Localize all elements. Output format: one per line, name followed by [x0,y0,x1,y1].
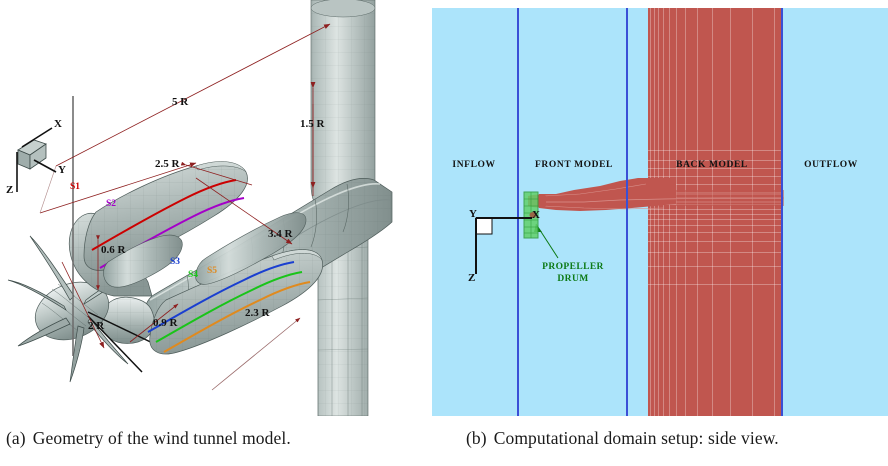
propeller-drum-annotation-line1: PROPELLER [542,262,604,272]
section-curve-s1 [91,179,237,251]
axis-label-x: X [532,209,540,221]
axis-label-y: Y [469,208,477,220]
axis-label-z: Z [6,184,14,196]
wind-tunnel-model-drawing [7,0,393,416]
region-label-front-model: FRONT MODEL [535,160,613,170]
dimension-label-5r: 5 R [172,96,189,108]
section-label-s2: S2 [106,199,117,209]
dimension-lines [39,23,331,391]
fuselage-fairing [195,212,307,285]
dimension-label-3-4r: 3.4 R [268,228,293,240]
propeller-drum-annotation-line2: DRUM [557,273,589,284]
caption-text-b: Computational domain setup: side view. [493,428,779,448]
region-label-back-model: BACK MODEL [676,160,748,170]
axis-label-z: Z [468,272,476,284]
dimension-label-2-3r: 2.3 R [245,307,270,319]
boundary-line-front-back [626,8,628,416]
nose-cowling [100,296,155,344]
section-label-s3: S3 [170,257,181,267]
region-label-outflow: OUTFLOW [804,160,858,170]
caption-panel-a: (a) Geometry of the wind tunnel model. [6,428,291,449]
section-curve-s3 [147,261,295,333]
propeller-drum-annotation: PROPELLER DRUM [525,262,621,285]
axis-triad-panel-a: X Y Z [4,110,74,200]
caption-panel-b: (b) Computational domain setup: side view… [466,428,779,449]
section-curve-s5 [163,281,311,353]
boundary-line-back-outflow [781,8,783,416]
model-silhouette-overlay [528,178,784,259]
axis-label-x: X [54,118,62,130]
section-label-s1: S1 [70,182,81,192]
region-label-inflow: INFLOW [452,160,496,170]
section-label-s5: S5 [207,266,218,276]
section-label-s4: S4 [188,270,199,280]
caption-tag-a: (a) [6,428,26,448]
section-curve-s4 [155,271,303,343]
axis-label-y: Y [58,164,66,176]
panel-b-domain: INFLOW FRONT MODEL BACK MODEL OUTFLOW [424,8,888,418]
dimension-label-0-9r: 0.9 R [153,317,178,329]
back-model-mesh-block [648,8,782,416]
dimension-label-0-6r: 0.6 R [101,244,126,256]
caption-tag-b: (b) [466,428,487,448]
boundary-line-inflow-front [517,8,519,416]
wing-lower [147,249,324,355]
caption-text-a: Geometry of the wind tunnel model. [32,428,291,448]
dimension-label-2-5r: 2.5 R [155,158,180,170]
propeller-drum [523,191,539,239]
engine-nacelle [103,234,183,288]
axis-triad-panel-b: X Y Z [466,196,550,296]
dimension-label-1-5r: 1.5 R [300,118,325,130]
propeller-blades [7,235,133,383]
panel-a-geometry: X Y Z 5 R 1.5 R 2.5 R 3.4 R 0.6 R 0.9 R … [0,0,420,416]
dimension-label-2r: 2 R [88,320,105,332]
